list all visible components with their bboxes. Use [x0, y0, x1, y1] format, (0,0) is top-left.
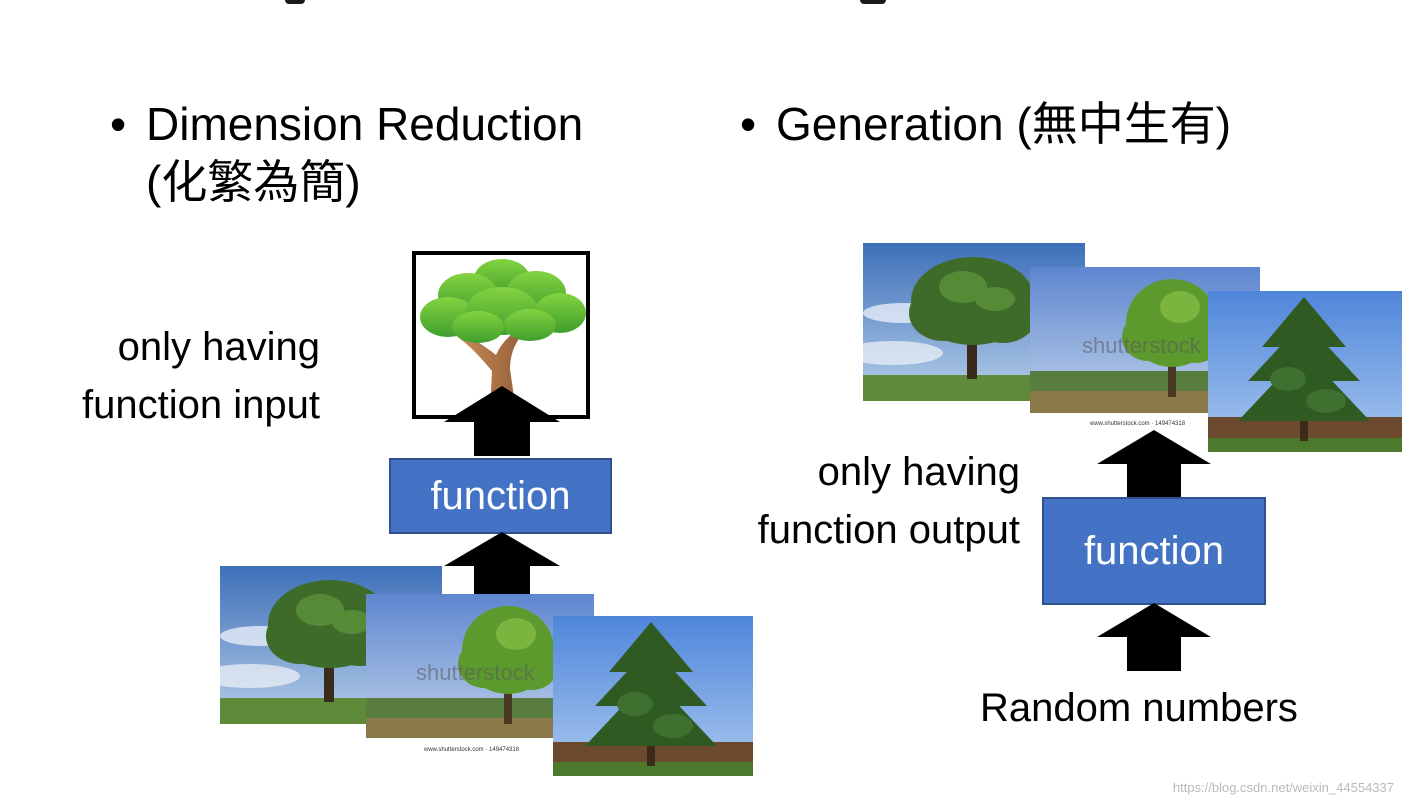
right-photo-caption: www.shutterstock.com · 149474318 — [1090, 421, 1186, 427]
left-function-box: function — [389, 458, 612, 534]
left-side-text-line2: function input — [82, 383, 320, 427]
right-arrow-up-top — [1097, 430, 1211, 498]
cropped-title-remnant — [0, 0, 1402, 8]
bullet-dot: • — [740, 98, 757, 150]
right-arrow-up-bottom — [1097, 603, 1211, 671]
right-function-box: function — [1042, 497, 1266, 605]
left-side-text-line1: only having — [117, 325, 320, 369]
csdn-watermark: https://blog.csdn.net/weixin_44554337 — [1172, 780, 1394, 795]
left-photo-caption: www.shutterstock.com · 149474318 — [424, 747, 520, 753]
left-bullet-heading: • Dimension Reduction — [110, 96, 583, 152]
left-photo-pine-tree — [553, 616, 753, 776]
left-photo-watermark: shutterstock — [416, 660, 535, 685]
random-numbers-label: Random numbers — [980, 686, 1298, 730]
bullet-dot: • — [110, 98, 127, 150]
right-bullet-heading: • Generation (無中生有) — [740, 96, 1231, 152]
right-side-text-line2: function output — [757, 508, 1020, 552]
right-side-text-line1: only having — [817, 450, 1020, 494]
right-photo-pine-tree — [1208, 291, 1402, 452]
left-side-text: only having function input — [82, 318, 320, 434]
left-arrow-up-top — [444, 386, 560, 456]
generation-title: Generation (無中生有) — [776, 98, 1232, 150]
right-photo-watermark: shutterstock — [1082, 333, 1201, 358]
right-side-text: only having function output — [758, 443, 1020, 559]
dimension-reduction-title: Dimension Reduction — [146, 98, 584, 150]
dimension-reduction-subtitle: (化繁為簡) — [146, 156, 361, 208]
left-arrow-up-bottom — [444, 532, 560, 598]
